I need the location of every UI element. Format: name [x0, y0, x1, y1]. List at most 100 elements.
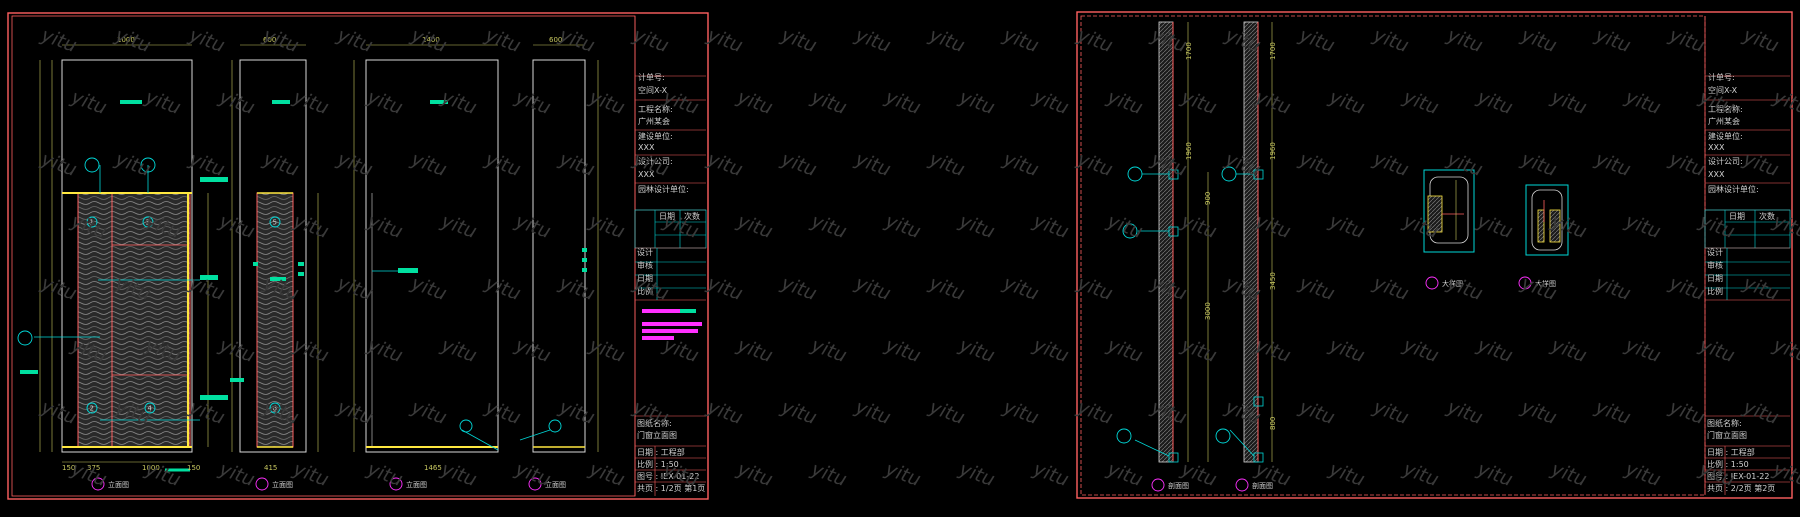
- sheet-2-inner-frame: [1080, 15, 1706, 496]
- watermark-text: yitu: [1591, 24, 1633, 57]
- watermark-text: yitu: [585, 210, 627, 243]
- watermark-text: yitu: [555, 24, 597, 57]
- watermark-text: yitu: [363, 458, 405, 491]
- watermark-text: yitu: [1591, 272, 1633, 305]
- watermark-text: yitu: [1591, 148, 1633, 181]
- section-marker: [1215, 428, 1231, 444]
- watermark-text: yitu: [215, 210, 257, 243]
- watermark-text: yitu: [1029, 86, 1071, 119]
- dimension-bottom: 1465: [424, 464, 442, 472]
- titleblock-sign-label: 审核: [1707, 260, 1723, 270]
- dimension-vertical: 1700: [1185, 42, 1193, 60]
- watermark-text: yitu: [555, 396, 597, 429]
- watermark-text: yitu: [363, 334, 405, 367]
- watermark-text: yitu: [1547, 334, 1589, 367]
- watermark-text: yitu: [807, 334, 849, 367]
- watermark-text: yitu: [1325, 458, 1367, 491]
- watermark-text: yitu: [1029, 210, 1071, 243]
- watermark-text: yitu: [511, 334, 553, 367]
- watermark-text: yitu: [1029, 458, 1071, 491]
- watermark-text: yitu: [777, 396, 819, 429]
- watermark-text: yitu: [1665, 148, 1707, 181]
- view-label: 立面图: [406, 480, 427, 489]
- callout-number: 2: [90, 405, 94, 413]
- watermark-text: yitu: [703, 148, 745, 181]
- dimension-vertical: 900: [1204, 192, 1212, 205]
- watermark-text: yitu: [511, 458, 553, 491]
- watermark-text: yitu: [733, 334, 775, 367]
- titleblock-footer: 图号 : IEX-01-22: [637, 472, 699, 481]
- titleblock-field: 建设单位:: [1708, 131, 1743, 141]
- watermark-text: yitu: [1665, 24, 1707, 57]
- section-marker: [1116, 428, 1132, 444]
- callout-number: 3: [146, 219, 150, 227]
- dimension-vertical: 3450: [1269, 272, 1277, 290]
- titleblock-col: 次数: [684, 211, 700, 221]
- watermark-text: yitu: [955, 86, 997, 119]
- magenta-note-4: [642, 336, 674, 340]
- watermark-text: yitu: [585, 334, 627, 367]
- watermark-text: yitu: [1443, 24, 1485, 57]
- watermark-text: yitu: [259, 24, 301, 57]
- watermark-text: yitu: [1547, 86, 1589, 119]
- callout-number: 6: [273, 405, 278, 413]
- watermark-text: yitu: [777, 148, 819, 181]
- magenta-note-1: [642, 309, 696, 313]
- watermark-text: yitu: [851, 272, 893, 305]
- watermark-text: yitu: [333, 272, 375, 305]
- callout-number: 1: [90, 219, 94, 227]
- callout-circle: [142, 216, 154, 228]
- watermark-text: yitu: [1473, 458, 1515, 491]
- titleblock-field: 空间X-X: [638, 85, 668, 95]
- watermark-text: yitu: [1739, 396, 1781, 429]
- watermark-text: yitu: [999, 396, 1041, 429]
- titleblock-footer: 门窗立面图: [1707, 430, 1747, 440]
- watermark-text: yitu: [925, 396, 967, 429]
- watermark-text: yitu: [141, 86, 183, 119]
- elevation-marker: [84, 157, 100, 173]
- watermark-text: yitu: [407, 24, 449, 57]
- watermark-text: yitu: [1103, 86, 1145, 119]
- watermark-text: yitu: [37, 396, 79, 429]
- watermark-text: yitu: [999, 272, 1041, 305]
- watermark-text: yitu: [407, 148, 449, 181]
- view-label-circle: [91, 477, 105, 491]
- watermark-text: yitu: [1147, 272, 1189, 305]
- watermark-text: yitu: [37, 272, 79, 305]
- watermark-text: yitu: [1517, 148, 1559, 181]
- watermark-text: yitu: [955, 210, 997, 243]
- watermark-text: yitu: [437, 334, 479, 367]
- watermark-text: yitu: [1665, 396, 1707, 429]
- watermark-text: yitu: [37, 24, 79, 57]
- watermark-text: yitu: [289, 458, 331, 491]
- watermark-text: yitu: [141, 458, 183, 491]
- titleblock-field: 广州某会: [638, 116, 670, 126]
- watermark-text: yitu: [111, 148, 153, 181]
- titleblock-col: 日期: [659, 212, 675, 221]
- watermark-text: yitu: [659, 86, 701, 119]
- callout-number: 5: [273, 219, 277, 227]
- watermark-text: yitu: [1073, 396, 1115, 429]
- dimension-bottom: 150: [187, 464, 200, 472]
- view-label: 剖面图: [1168, 481, 1189, 490]
- elevation-marker: [140, 157, 156, 173]
- titleblock-field: 工程名称:: [638, 104, 673, 114]
- titleblock-footer: 日期 : 工程部: [1707, 447, 1755, 457]
- titleblock-footer: 日期 : 工程部: [637, 447, 685, 457]
- titleblock-sign-label: 设计: [1707, 247, 1723, 257]
- titleblock-sign-label: 日期: [1707, 274, 1723, 283]
- watermark-text: yitu: [1295, 396, 1337, 429]
- detail-label-circle: [1518, 276, 1532, 290]
- watermark-text: yitu: [1695, 334, 1737, 367]
- callout-circle: [144, 402, 156, 414]
- watermark-text: yitu: [851, 24, 893, 57]
- watermark-text: yitu: [1177, 210, 1219, 243]
- dimension-top: 600: [549, 36, 562, 44]
- watermark-text: yitu: [215, 458, 257, 491]
- titleblock-field: 设计公司:: [1708, 156, 1743, 166]
- dimension-top: 1400: [422, 36, 440, 44]
- titleblock-col: 次数: [1759, 211, 1775, 221]
- magenta-note-2: [642, 322, 702, 326]
- detail-label: 大样图: [1442, 279, 1463, 288]
- titleblock-footer: 共页 : 1/2页 第1页: [637, 483, 705, 493]
